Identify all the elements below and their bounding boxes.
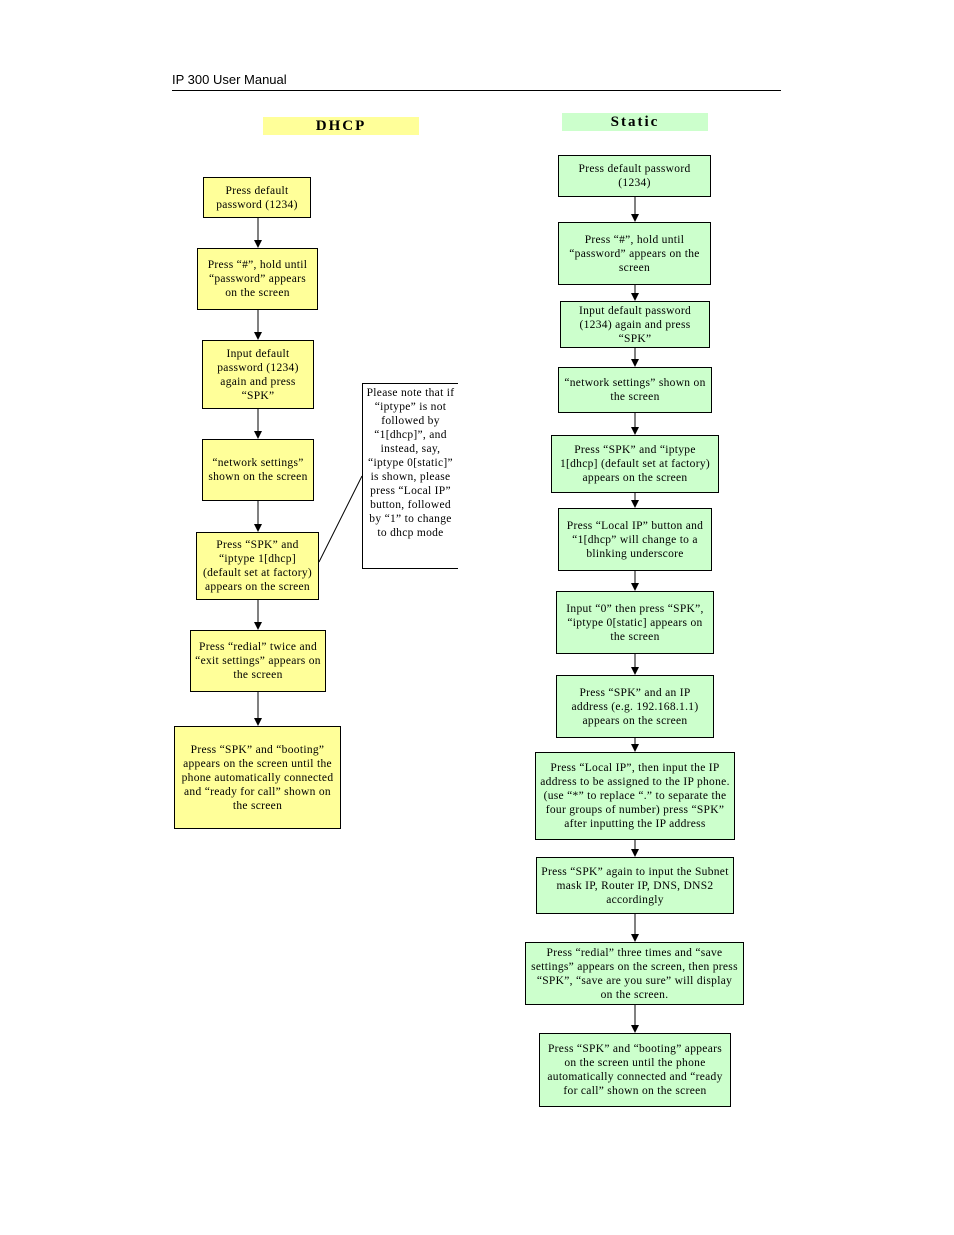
static-step-8: Press “SPK” and an IP address (e.g. 192.… <box>556 675 714 738</box>
page-header: IP 300 User Manual <box>172 72 287 87</box>
static-step-10: Press “SPK” again to input the Subnet ma… <box>536 857 734 914</box>
static-step-3: Input default password (1234) again and … <box>560 301 710 348</box>
static-step-1: Press default password (1234) <box>558 155 711 197</box>
dhcp-step-5: Press “SPK” and “iptype 1[dhcp] (default… <box>196 532 319 600</box>
dhcp-step-7: Press “SPK” and “booting” appears on the… <box>174 726 341 829</box>
dhcp-title: DHCP <box>263 117 419 135</box>
dhcp-step-1: Press default password (1234) <box>203 177 311 218</box>
dhcp-step-4: “network settings” shown on the screen <box>202 439 314 501</box>
static-step-6: Press “Local IP” button and “1[dhcp” wil… <box>558 508 712 571</box>
dhcp-step-6: Press “redial” twice and “exit settings”… <box>190 630 326 692</box>
static-step-5: Press “SPK” and “iptype 1[dhcp] (default… <box>551 435 719 493</box>
header-rule <box>172 90 781 91</box>
note-callout-line <box>318 475 363 563</box>
static-step-4: “network settings” shown on the screen <box>558 367 712 413</box>
dhcp-step-2: Press “#”, hold until “password” appears… <box>197 248 318 310</box>
dhcp-step-3: Input default password (1234) again and … <box>202 340 314 409</box>
static-step-9: Press “Local IP”, then input the IP addr… <box>535 752 735 840</box>
dhcp-note: Please note that if “iptype” is not foll… <box>362 383 458 569</box>
static-step-11: Press “redial” three times and “save set… <box>525 942 744 1005</box>
static-title: Static <box>562 113 708 131</box>
static-step-7: Input “0” then press “SPK”, “iptype 0[st… <box>556 591 714 654</box>
static-step-2: Press “#”, hold until “password” appears… <box>558 222 711 285</box>
static-step-12: Press “SPK” and “booting” appears on the… <box>539 1033 731 1107</box>
